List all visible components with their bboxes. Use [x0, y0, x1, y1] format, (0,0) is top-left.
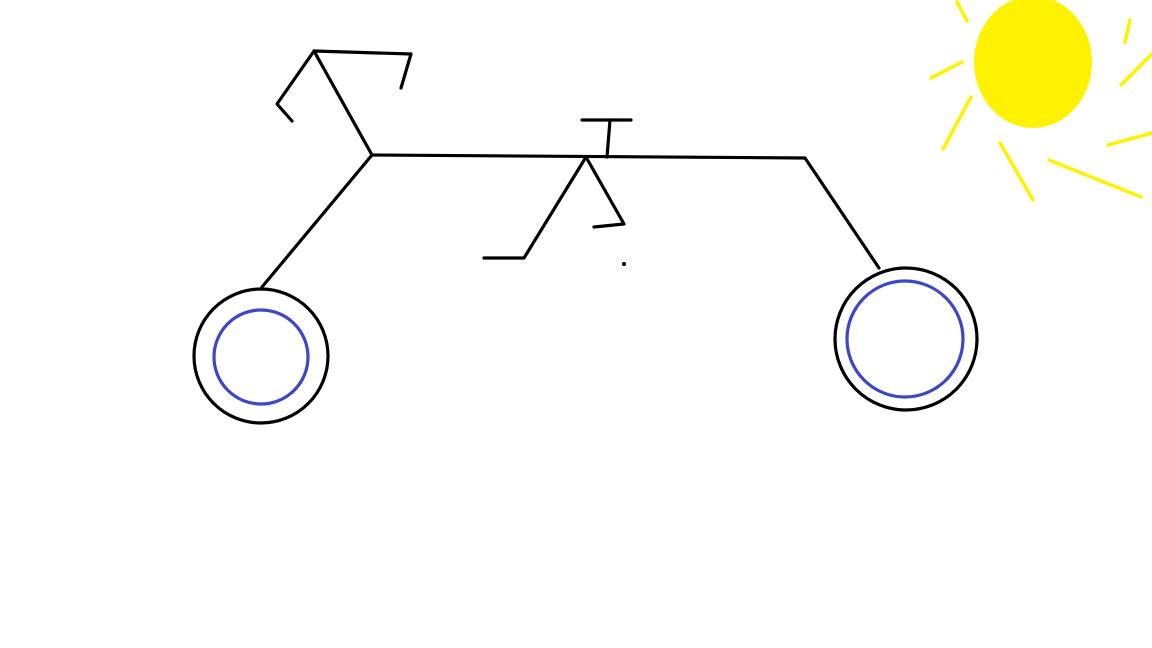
front-tire [192, 287, 330, 425]
sun-ray [941, 95, 973, 151]
seat-post [605, 118, 612, 159]
right-pedal-crank [584, 155, 626, 229]
top-tube [370, 153, 807, 160]
rear-tire [833, 266, 979, 412]
rear-wheel [833, 266, 979, 412]
left-pedal-crank [482, 155, 588, 260]
sun-ray [998, 141, 1035, 202]
sun-ray [1047, 158, 1143, 199]
sun-ray [1123, 18, 1132, 44]
handlebar [312, 49, 413, 90]
sun-ray [1106, 131, 1152, 147]
sun-ray [1119, 52, 1152, 87]
sun-disc [974, 0, 1092, 128]
sun-rays [929, 0, 1152, 202]
bicycle [192, 49, 979, 425]
front-wheel [192, 287, 330, 425]
front-rim [212, 308, 310, 406]
rear-stay [803, 156, 881, 270]
head-tube [312, 49, 374, 157]
ink-dot [622, 262, 626, 266]
handlebar-grip [275, 49, 316, 123]
sun-ray [955, 0, 969, 23]
sun [929, 0, 1152, 202]
rear-rim [845, 279, 965, 399]
front-fork [260, 153, 374, 289]
sun-ray [929, 60, 964, 80]
